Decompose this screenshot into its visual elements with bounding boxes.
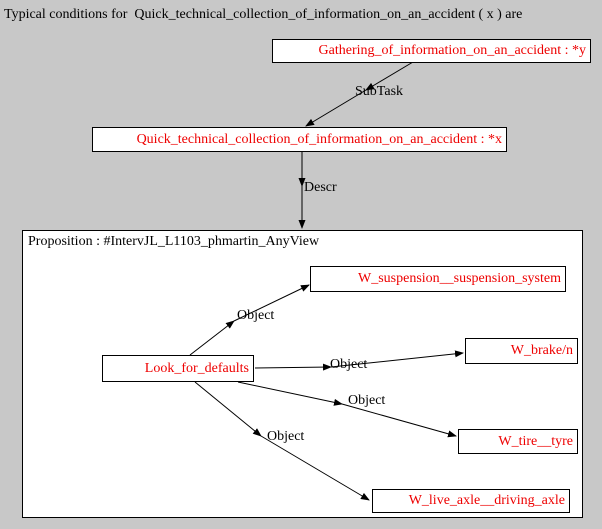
node-look-for-defaults[interactable]: Look_for_defaults	[102, 355, 254, 382]
node-tire[interactable]: W_tire__tyre	[458, 429, 578, 454]
relation-object-suspension[interactable]: Object	[237, 308, 275, 323]
node-gathering-label: Gathering_of_information_on_an_accident …	[318, 43, 586, 58]
relation-object-brake[interactable]: Object	[330, 357, 368, 372]
node-gathering-of-information[interactable]: Gathering_of_information_on_an_accident …	[272, 39, 591, 63]
node-look-label: Look_for_defaults	[144, 361, 249, 376]
proposition-label: Proposition : #IntervJL_L1103_phmartin_A…	[28, 234, 320, 249]
relation-subtask[interactable]: SubTask	[355, 84, 404, 99]
relation-descr[interactable]: Descr	[304, 180, 337, 195]
node-live-axle[interactable]: W_live_axle__driving_axle	[372, 489, 570, 513]
node-brake-label: W_brake/n	[510, 343, 573, 358]
relation-object-live-axle[interactable]: Object	[267, 429, 305, 444]
node-quick-label: Quick_technical_collection_of_informatio…	[136, 132, 502, 147]
node-quick-technical-collection[interactable]: Quick_technical_collection_of_informatio…	[92, 127, 507, 152]
node-live-axle-label: W_live_axle__driving_axle	[408, 493, 565, 508]
node-suspension[interactable]: W_suspension__suspension_system	[310, 266, 566, 292]
node-suspension-label: W_suspension__suspension_system	[358, 271, 561, 286]
node-brake[interactable]: W_brake/n	[465, 338, 578, 364]
node-tire-label: W_tire__tyre	[498, 434, 573, 449]
relation-object-tire[interactable]: Object	[348, 393, 386, 408]
page-title: Typical conditions for Quick_technical_c…	[4, 7, 523, 22]
